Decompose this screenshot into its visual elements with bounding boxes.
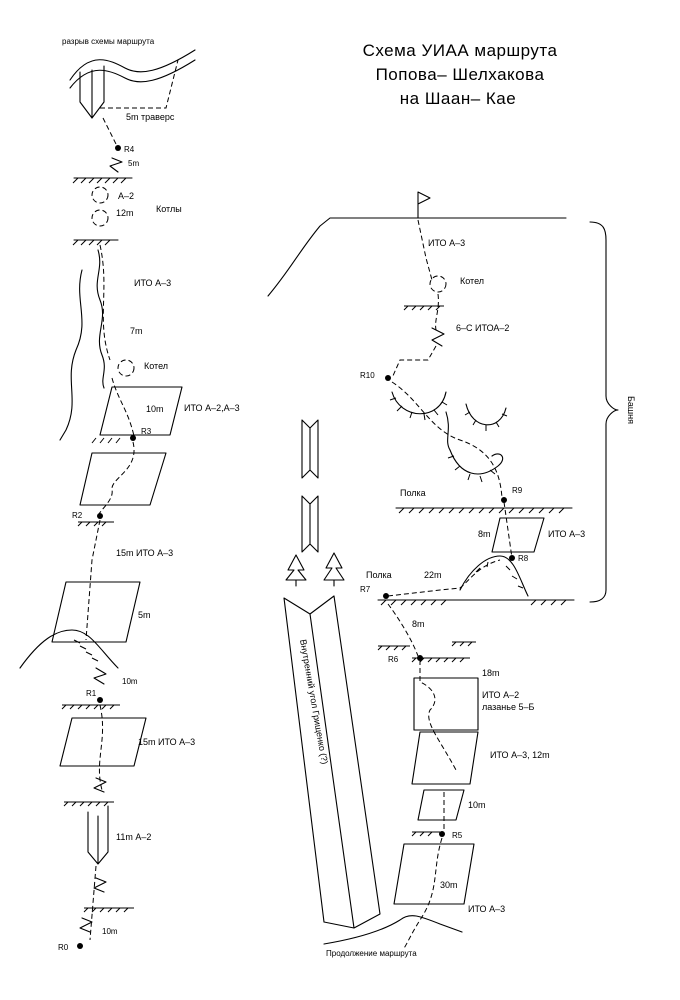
r8-label: R8 bbox=[518, 554, 529, 563]
r-ito-a3-top: ИТО А–3 bbox=[428, 238, 465, 248]
r1-label: R1 bbox=[86, 689, 97, 698]
r-l-8m: 8m bbox=[478, 529, 491, 539]
l-7m: 7m bbox=[130, 326, 143, 336]
overhang-1 bbox=[391, 391, 447, 415]
r6-label: R6 bbox=[388, 655, 399, 664]
r-6c: 6–С ИТОА–2 bbox=[456, 323, 509, 333]
r8-anchor bbox=[509, 555, 515, 561]
l-10m-c: 10m bbox=[102, 927, 118, 936]
kotel-icon-1 bbox=[91, 186, 109, 204]
arrow-up-2 bbox=[301, 495, 319, 553]
arrow-up-1 bbox=[301, 419, 319, 479]
r10-anchor bbox=[385, 375, 391, 381]
r-slab-18m bbox=[413, 677, 479, 731]
kotel-icon-2 bbox=[91, 209, 109, 227]
r-kotel-icon bbox=[429, 275, 447, 293]
polka2-label: Полка bbox=[366, 570, 392, 580]
l-5m: 5m bbox=[128, 159, 139, 168]
kotel-label: Котел bbox=[144, 361, 168, 371]
tree-icon-2 bbox=[323, 552, 345, 587]
slab-2 bbox=[79, 452, 167, 506]
title-line3: на Шаан– Кае bbox=[400, 89, 516, 108]
r0-label: R0 bbox=[58, 943, 69, 952]
break-label: разрыв схемы маршрута bbox=[62, 37, 155, 46]
r2-label: R2 bbox=[72, 511, 83, 520]
title-line1: Схема УИАА маршрута bbox=[363, 41, 558, 60]
l-15m-ito: 15m ИТО А–3 bbox=[116, 548, 173, 558]
r-lazanye: лазанье 5–Б bbox=[482, 702, 534, 712]
r-l-8m-b: 8m bbox=[412, 619, 425, 629]
break-wave bbox=[69, 49, 196, 81]
r7-label: R7 bbox=[360, 585, 371, 594]
l-10m-b: 10m bbox=[122, 677, 138, 686]
r-slab-30m bbox=[393, 843, 475, 905]
tree-icon-1 bbox=[285, 554, 307, 587]
polka1-label: Полка bbox=[400, 488, 426, 498]
traverse-label: 5m траверс bbox=[126, 112, 175, 122]
break-wave-2 bbox=[69, 59, 196, 89]
r2-anchor bbox=[97, 513, 103, 519]
r-slab-10m bbox=[417, 789, 465, 821]
r5-anchor bbox=[439, 831, 445, 837]
tower-bracket bbox=[589, 221, 619, 603]
r-slab-8m bbox=[491, 517, 545, 553]
r0-anchor bbox=[77, 943, 83, 949]
summit-flag bbox=[417, 191, 431, 219]
l-11m-a2: 11m А–2 bbox=[116, 832, 151, 842]
r-ito-a3-bot: ИТО А–3 bbox=[468, 904, 505, 914]
r-l-10m: 10m bbox=[468, 800, 486, 810]
summit-ridge bbox=[267, 217, 567, 297]
r-l-22m: 22m bbox=[424, 570, 442, 580]
r-l-18m: 18m bbox=[482, 668, 500, 678]
ground-line bbox=[323, 915, 463, 945]
r-ito-a3-mid: ИТО А–3 bbox=[548, 529, 585, 539]
r-ito-a2: ИТО А–2 bbox=[482, 690, 519, 700]
l-5m-b: 5m bbox=[138, 610, 151, 620]
crack-line bbox=[96, 249, 105, 389]
a2-label: А–2 bbox=[118, 191, 134, 201]
kotly-label: Котлы bbox=[156, 204, 182, 214]
l-15m-ito-b: 15m ИТО А–3 bbox=[138, 737, 195, 747]
r-kotel-label: Котел bbox=[460, 276, 484, 286]
r-boulder bbox=[459, 555, 529, 597]
r4-anchor bbox=[115, 145, 121, 151]
kotel-icon-3 bbox=[117, 359, 135, 377]
continuation-label: Продолжение маршрута bbox=[326, 949, 417, 958]
l-12m: 12m bbox=[116, 208, 134, 218]
r3-anchor bbox=[130, 435, 136, 441]
r9-label: R9 bbox=[512, 486, 523, 495]
dihedral-bottom bbox=[87, 805, 109, 865]
r-ito-a3-12: ИТО А–3, 12m bbox=[490, 750, 550, 760]
title-line2: Попова– Шелхакова bbox=[376, 65, 545, 84]
boulder bbox=[19, 629, 119, 669]
overhang-2 bbox=[465, 403, 507, 426]
slab-3 bbox=[51, 581, 141, 643]
ito-a2a3: ИТО А–2,А–3 bbox=[184, 403, 240, 413]
r-l-30m: 30m bbox=[440, 880, 458, 890]
r10-label: R10 bbox=[360, 371, 375, 380]
r1-anchor bbox=[97, 697, 103, 703]
r3-label: R3 bbox=[141, 427, 152, 436]
r-slab-12m bbox=[411, 731, 479, 785]
l-10m: 10m bbox=[146, 404, 164, 414]
bashnya-label: Башня bbox=[626, 396, 636, 424]
r9-anchor bbox=[501, 497, 507, 503]
inner-corner bbox=[283, 595, 381, 929]
slab-4 bbox=[59, 717, 147, 767]
rock-edge bbox=[59, 269, 83, 441]
overhang-3 bbox=[449, 449, 504, 475]
r5-label: R5 bbox=[452, 831, 463, 840]
r4-label: R4 bbox=[124, 145, 135, 154]
traverse-path bbox=[100, 59, 179, 109]
dihedral-top bbox=[79, 65, 105, 119]
slab-1 bbox=[99, 386, 183, 436]
ito-a3-top: ИТО А–3 bbox=[134, 278, 171, 288]
r7-anchor bbox=[383, 593, 389, 599]
